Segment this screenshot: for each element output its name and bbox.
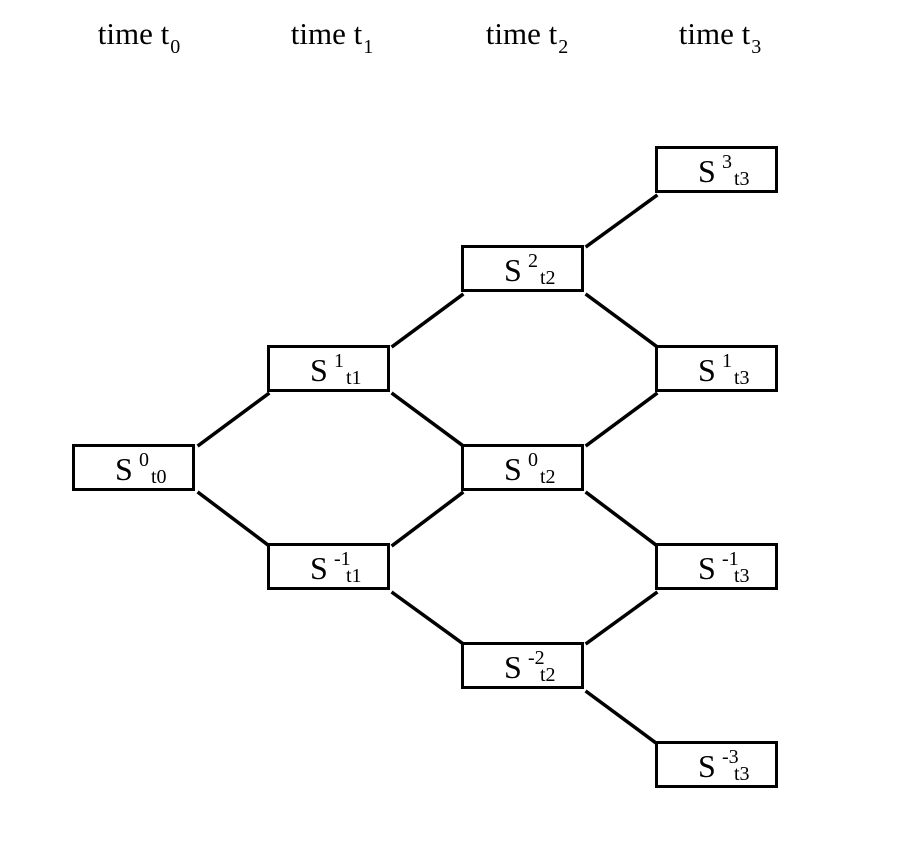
node-subscript: t3: [734, 763, 750, 785]
edge-7: [584, 292, 659, 349]
column-header-t3: time t3: [679, 14, 761, 58]
edge-9: [584, 490, 659, 548]
column-header-t2: time t2: [486, 14, 568, 58]
header-subscript: 1: [363, 36, 374, 58]
header-subscript: 0: [170, 36, 181, 58]
node-subscript: t3: [734, 565, 750, 587]
node-base: S: [310, 352, 328, 388]
node-base: S: [698, 352, 716, 388]
edge-11: [584, 689, 659, 746]
node-base: S: [698, 153, 716, 189]
header-subscript: 2: [558, 36, 569, 58]
node-superscript: -1: [722, 548, 739, 570]
edge-6: [584, 193, 659, 249]
node-base: S: [310, 550, 328, 586]
header-label: time t: [97, 16, 170, 51]
node-subscript: t3: [734, 168, 750, 190]
node-superscript: 0: [139, 449, 149, 471]
node-superscript: 1: [334, 350, 344, 372]
edge-2: [390, 292, 465, 349]
edge-1: [196, 490, 271, 548]
column-header-t1: time t1: [291, 14, 373, 58]
node-subscript: t2: [540, 267, 556, 289]
edge-8: [584, 391, 659, 448]
node-subscript: t1: [346, 565, 362, 587]
node-subscript: t1: [346, 367, 362, 389]
node-subscript: t0: [151, 466, 167, 488]
edge-0: [196, 391, 271, 448]
node-base: S: [115, 451, 133, 487]
node-base: S: [698, 550, 716, 586]
node-subscript: t3: [734, 367, 750, 389]
node-subscript: t2: [540, 466, 556, 488]
header-label: time t: [678, 16, 751, 51]
node-superscript: 1: [722, 350, 732, 372]
node-superscript: -2: [528, 647, 545, 669]
node-superscript: 3: [722, 151, 732, 173]
node-base: S: [504, 649, 522, 685]
edge-10: [584, 590, 659, 646]
header-subscript: 3: [751, 36, 762, 58]
header-label: time t: [485, 16, 558, 51]
header-label: time t: [290, 16, 363, 51]
node-base: S: [698, 748, 716, 784]
edge-5: [390, 590, 465, 646]
edge-4: [390, 490, 465, 548]
node-superscript: 2: [528, 250, 538, 272]
edge-3: [390, 391, 465, 448]
node-subscript: t2: [540, 664, 556, 686]
node-base: S: [504, 252, 522, 288]
node-superscript: -1: [334, 548, 351, 570]
node-base: S: [504, 451, 522, 487]
node-superscript: 0: [528, 449, 538, 471]
column-header-t0: time t0: [98, 14, 180, 58]
node-superscript: -3: [722, 746, 739, 768]
